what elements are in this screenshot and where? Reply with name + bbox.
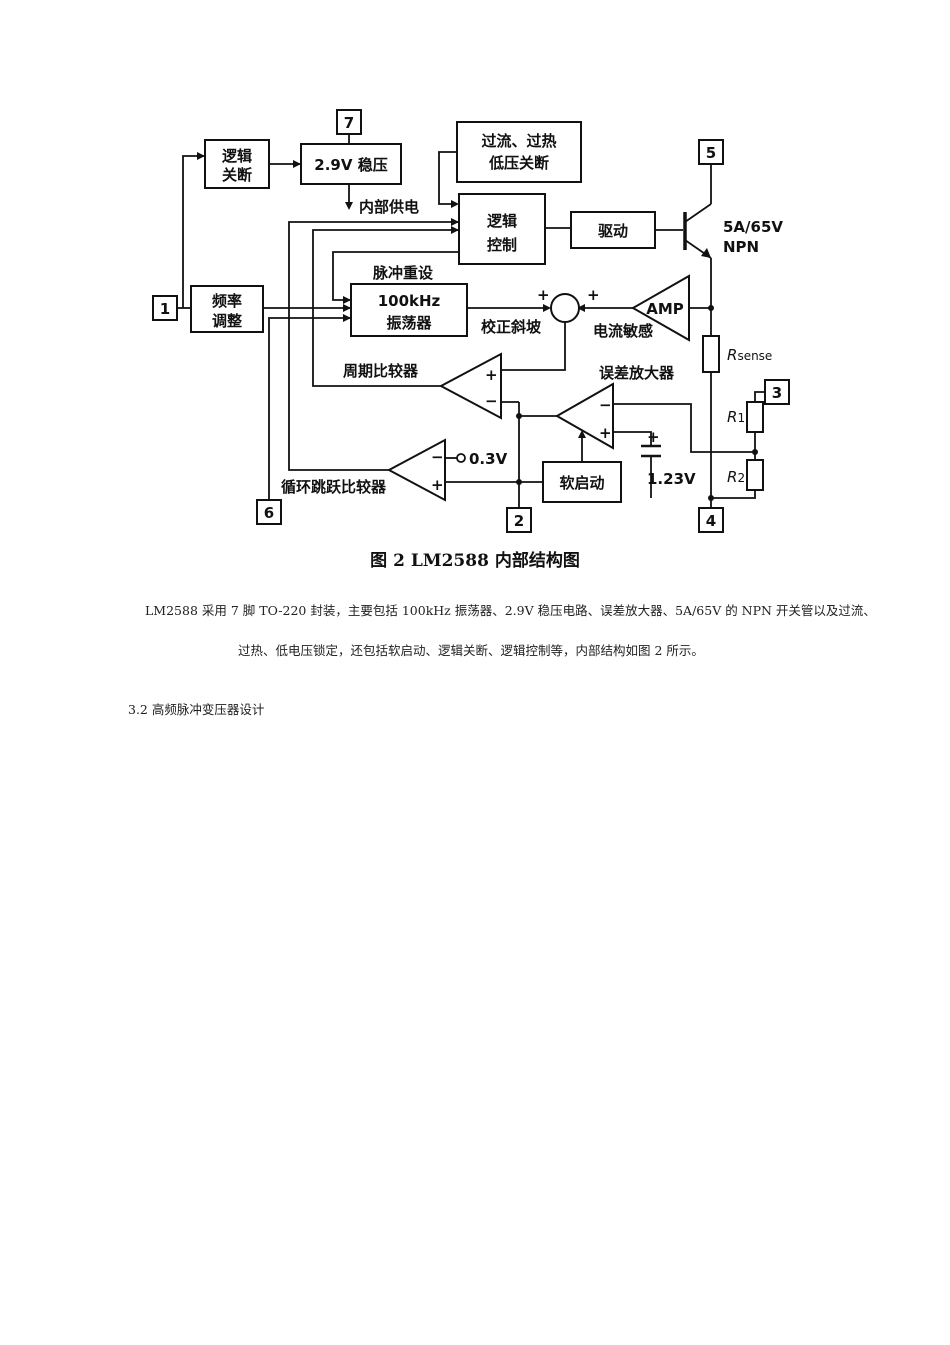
skip-comparator [386, 438, 446, 502]
pulse-reset-label: 脉冲重设 [372, 264, 433, 282]
logic-shutdown-block [204, 139, 270, 189]
amp-label: AMP [646, 300, 684, 318]
logic-shutdown-label-1: 逻辑 [222, 147, 252, 165]
lm2588-block-diagram: 7 2.9V 稳压 逻辑 关断 内部供电 过流、过热 低压关断 逻辑 控制 驱动… [145, 100, 805, 580]
vref-123-label: 1.23V [647, 470, 696, 488]
logic-control-block [458, 193, 546, 265]
pin-2 [506, 507, 532, 533]
freq-adjust-label-2: 调整 [212, 312, 242, 330]
oscillator-label-1: 100kHz [378, 292, 441, 310]
skip-comp-minus: − [431, 448, 444, 466]
protection-label-1: 过流、过热 [481, 132, 556, 150]
pin-1 [152, 295, 178, 321]
figure-caption: 图 2 LM2588 内部结构图 [370, 550, 580, 571]
oscillator-block [350, 283, 468, 337]
vref-03-label: 0.3V [469, 450, 508, 468]
protection-block [456, 121, 582, 183]
logic-shutdown-label-2: 关断 [222, 166, 252, 184]
internal-supply-label: 内部供电 [359, 198, 419, 216]
pin-4-label: 4 [706, 512, 716, 530]
current-sense-label: 电流敏感 [593, 322, 653, 340]
error-amp-label: 误差放大器 [599, 364, 675, 382]
summing-node [550, 293, 580, 323]
slope-comp-label: 校正斜坡 [481, 318, 541, 336]
rsense-label: Rsense [727, 346, 772, 364]
r2-label: R2 [727, 468, 745, 486]
pin-7-label: 7 [344, 114, 354, 132]
oscillator-label-2: 振荡器 [386, 314, 432, 332]
cap-plus: + [647, 428, 660, 446]
pin-5 [698, 139, 724, 165]
logic-control-label-2: 控制 [487, 236, 517, 254]
r1-resistor [746, 401, 764, 433]
r2-resistor [746, 459, 764, 491]
regulator-label: 2.9V 稳压 [314, 156, 387, 174]
transistor-type: NPN [723, 238, 759, 256]
pin-6-label: 6 [264, 504, 274, 522]
summer-plus-left: + [537, 286, 550, 304]
pin-1-label: 1 [160, 300, 170, 318]
cycle-comp-plus: + [485, 366, 498, 384]
cycle-comp-minus: − [485, 392, 498, 410]
soft-start-label: 软启动 [559, 474, 604, 492]
skip-comp-plus: + [431, 476, 444, 494]
r1-label: R1 [727, 408, 745, 426]
skip-comparator-label: 循环跳跃比较器 [281, 478, 387, 496]
logic-control-label-1: 逻辑 [487, 212, 517, 230]
protection-label-2: 低压关断 [488, 154, 549, 172]
paragraph-line-1: LM2588 采用 7 脚 TO-220 封装，主要包括 100kHz 振荡器、… [145, 603, 876, 618]
driver-label: 驱动 [598, 222, 628, 240]
error-amp [554, 382, 614, 450]
transistor-rating: 5A/65V [723, 218, 783, 236]
paragraph-line-2: 过热、低电压锁定，还包括软启动、逻辑关断、逻辑控制等，内部结构如图 2 所示。 [238, 643, 704, 658]
rsense-resistor [702, 335, 720, 373]
pin-4 [698, 507, 724, 533]
pin-5-label: 5 [706, 144, 716, 162]
pin-6 [256, 499, 282, 525]
error-amp-plus: + [599, 424, 612, 442]
current-sense-amp [630, 274, 690, 342]
error-amp-minus: − [599, 396, 612, 414]
freq-adjust-block [190, 285, 264, 333]
cycle-comparator-label: 周期比较器 [343, 362, 419, 380]
freq-adjust-label-1: 频率 [212, 292, 242, 310]
pin-2-label: 2 [514, 512, 524, 530]
summer-plus-right: + [587, 286, 600, 304]
pin-3-label: 3 [772, 384, 782, 402]
cycle-comparator [438, 352, 502, 420]
section-heading: 3.2 高频脉冲变压器设计 [128, 702, 265, 717]
